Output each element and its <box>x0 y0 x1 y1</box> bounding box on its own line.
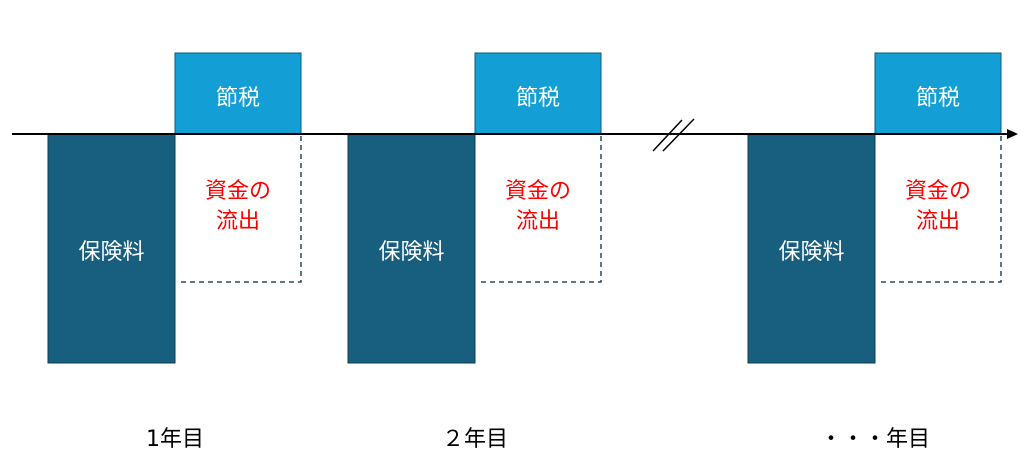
year-group <box>47 52 302 364</box>
premium-bar <box>747 133 876 364</box>
outflow-dashed-box <box>477 136 602 283</box>
outflow-dashed-box <box>177 136 302 283</box>
premium-bar <box>47 133 176 364</box>
axis-break-mark <box>652 118 695 152</box>
axis-arrowhead <box>1007 129 1018 139</box>
tax-saving-bar <box>874 52 1002 135</box>
tax-saving-bar <box>474 52 602 135</box>
year-group <box>347 52 602 364</box>
premium-bar <box>347 133 476 364</box>
outflow-dashed-box <box>877 136 1002 283</box>
tax-saving-bar <box>174 52 302 135</box>
year-group <box>747 52 1002 364</box>
